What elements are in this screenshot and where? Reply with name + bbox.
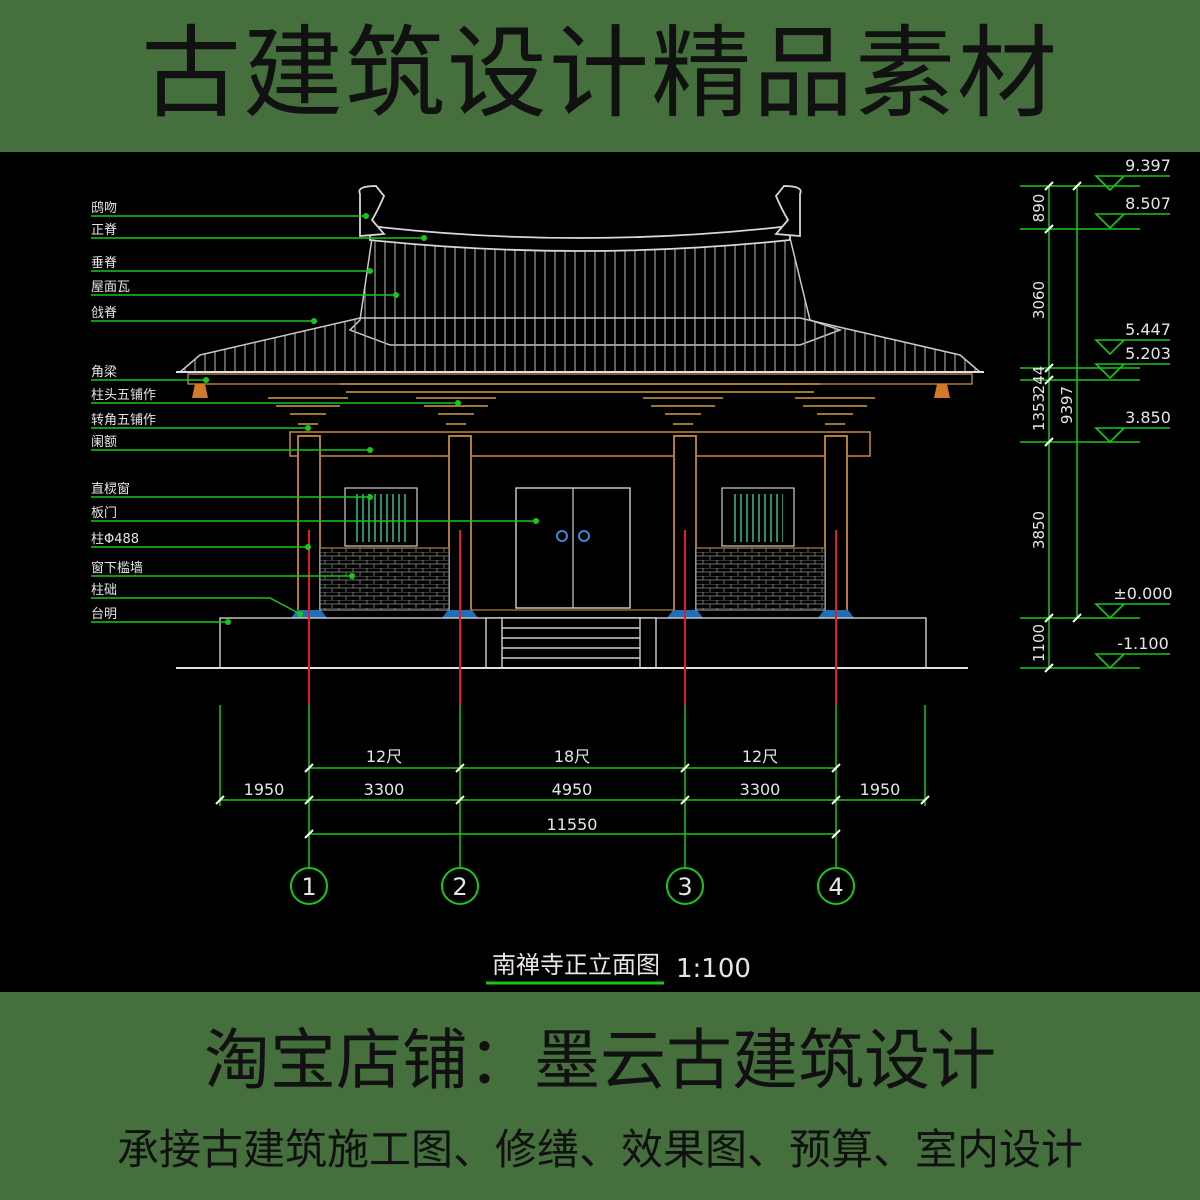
callout-label: 转角五铺作: [91, 413, 156, 428]
elevation-drawing: 鸱吻正脊垂脊屋面瓦戗脊角梁柱头五铺作转角五铺作阑额直棂窗板门柱Φ488 窗下槛墙柱…: [0, 152, 1200, 992]
callout-label: 柱头五铺作: [91, 388, 156, 403]
callout-dot: [455, 400, 461, 406]
vdim-1353: 1353: [1030, 393, 1048, 431]
dimension-ticks: [215, 763, 930, 839]
bracket-sets: [268, 383, 875, 425]
elev-0000: ±0.000: [1113, 584, 1172, 603]
axis-label-4: 4: [828, 873, 843, 901]
callout-dot: [203, 377, 209, 383]
banner-title: 古建筑设计精品素材: [141, 15, 1059, 132]
callout-label: 垂脊: [91, 256, 117, 271]
callout-dot: [297, 611, 303, 617]
vdim-1100: 1100: [1030, 624, 1048, 662]
callout-label: 台明: [91, 607, 117, 622]
axis-label-2: 2: [452, 873, 467, 901]
bay-unit-3: 12尺: [742, 747, 778, 766]
shop-name: 淘宝店铺：墨云古建筑设计: [204, 1022, 996, 1099]
callout-label: 板门: [91, 506, 117, 521]
roof: [176, 185, 984, 398]
callout-dot: [349, 573, 355, 579]
eave-band: [187, 373, 973, 385]
callout-label: 鸱吻: [91, 200, 117, 216]
elev-minus-1100: -1.100: [1117, 634, 1169, 653]
dim-side-right: 1950: [860, 780, 901, 799]
callout-dot: [225, 619, 231, 625]
axis-label-1: 1: [301, 873, 316, 901]
chiwen-right: [774, 185, 802, 237]
bay-unit-2: 18尺: [554, 747, 590, 766]
elev-8507: 8.507: [1125, 194, 1171, 213]
bottom-banner: 淘宝店铺：墨云古建筑设计 承接古建筑施工图、修缮、效果图、预算、室内设计: [0, 992, 1200, 1200]
top-banner: 古建筑设计精品素材: [0, 0, 1200, 152]
vdim-3850: 3850: [1030, 511, 1048, 549]
bell-left: [192, 384, 208, 398]
callout-label: 柱Φ488: [91, 532, 139, 547]
horizontal-dimensions: [219, 705, 926, 868]
callout-dot: [421, 235, 427, 241]
callout-label: 阑额: [91, 435, 117, 450]
callout-dot: [367, 447, 373, 453]
callout-label: 戗脊: [91, 306, 117, 321]
callout-dot: [305, 544, 311, 550]
callout-label: 角梁: [91, 365, 117, 380]
axis-lines: [308, 530, 837, 705]
lower-roof-tiles: [177, 317, 983, 373]
dim-bay-1: 3300: [364, 780, 405, 799]
vertical-dim-ticks: [1044, 181, 1082, 673]
callout-dot: [367, 268, 373, 274]
axis-label-3: 3: [677, 873, 692, 901]
elev-3850: 3.850: [1125, 408, 1171, 427]
left-sill-wall: [319, 547, 450, 611]
elevation-markers: [1094, 175, 1170, 670]
callout-dot: [311, 318, 317, 324]
bay-unit-1: 12尺: [366, 747, 402, 766]
vertical-dimensions: [1020, 185, 1140, 669]
callout-leader: [91, 597, 301, 615]
callout-dot: [363, 213, 369, 219]
dim-side-left: 1950: [244, 780, 285, 799]
elev-5447: 5.447: [1125, 320, 1171, 339]
callout-label: 屋面瓦: [91, 280, 130, 295]
chiwen-left: [358, 185, 386, 237]
dim-bay-2: 4950: [552, 780, 593, 799]
services-list: 承接古建筑施工图、修缮、效果图、预算、室内设计: [116, 1125, 1083, 1174]
platform: [176, 617, 968, 669]
vdim-3060: 3060: [1030, 281, 1048, 319]
vdim-244: 244: [1030, 366, 1048, 395]
facade: [319, 455, 826, 611]
elev-5203: 5.203: [1125, 344, 1171, 363]
callout-dot: [393, 292, 399, 298]
callout-label: 直棂窗: [91, 481, 130, 497]
dim-total: 11550: [547, 815, 598, 834]
callout-dot: [367, 494, 373, 500]
axis-bubbles: 1 2 3 4: [290, 867, 855, 905]
right-sill-wall: [695, 547, 826, 611]
main-ridge: [369, 224, 791, 252]
vdim-890: 890: [1030, 194, 1048, 223]
bell-right: [934, 384, 950, 398]
vdim-9397: 9397: [1058, 386, 1076, 424]
callout-label: 正脊: [91, 223, 117, 238]
dim-bay-3: 3300: [740, 780, 781, 799]
lintel: [289, 431, 871, 457]
callout-label: 柱础: [91, 583, 117, 598]
drawing-title: 南禅寺正立面图: [492, 951, 660, 979]
callout-dot: [305, 425, 311, 431]
callout-label: 窗下槛墙: [91, 560, 143, 576]
elev-9397: 9.397: [1125, 156, 1171, 175]
callout-dot: [533, 518, 539, 524]
drawing-scale: 1:100: [676, 954, 751, 984]
